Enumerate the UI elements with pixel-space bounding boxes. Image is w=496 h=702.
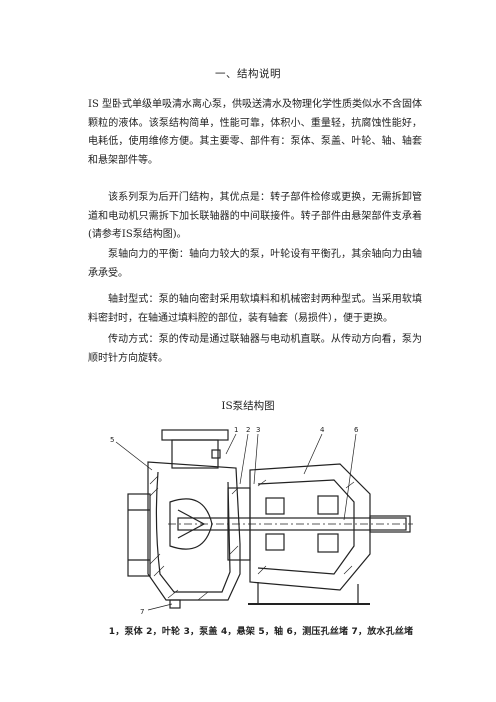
section-title: 一、结构说明 bbox=[215, 68, 281, 80]
callout-6: 6 bbox=[354, 426, 359, 434]
callout-1: 1 bbox=[234, 426, 238, 434]
pump-structure-drawing: 5 1 2 3 4 6 7 bbox=[110, 426, 413, 616]
callout-3: 3 bbox=[256, 426, 260, 434]
callout-4: 4 bbox=[320, 426, 325, 434]
paragraph-axial-force: 泵轴向力的平衡：轴向力较大的泵，叶轮设有平衡孔，其余轴向力由轴承承受。 bbox=[88, 249, 422, 279]
callout-2: 2 bbox=[246, 426, 250, 434]
paragraph-intro: IS 型卧式单级单吸清水离心泵，供吸送清水及物理化学性质类似水不含固体颗粒的液体… bbox=[88, 99, 422, 166]
figure-caption: 1，泵体 2，叶轮 3，泵盖 4，悬架 5，轴 6，测压孔丝堵 7，放水孔丝堵 bbox=[108, 627, 414, 637]
paragraph-transmission: 传动方式：泵的传动是通过联轴器与电动机直联。从传动方向看，泵为顺时针方向旋转。 bbox=[88, 334, 422, 364]
paragraph-shaft-seal: 轴封型式：泵的轴向密封采用软填料和机械密封两种型式。当采用软填料密封时，在轴通过… bbox=[88, 294, 422, 324]
callout-7: 7 bbox=[140, 608, 144, 616]
callout-5: 5 bbox=[110, 436, 114, 444]
paragraph-structure: 该系列泵为后开门结构，其优点是：转子部件检修或更换，无需拆卸管道和电动机只需拆下… bbox=[88, 192, 422, 241]
figure-title: IS泵结构图 bbox=[221, 400, 275, 412]
